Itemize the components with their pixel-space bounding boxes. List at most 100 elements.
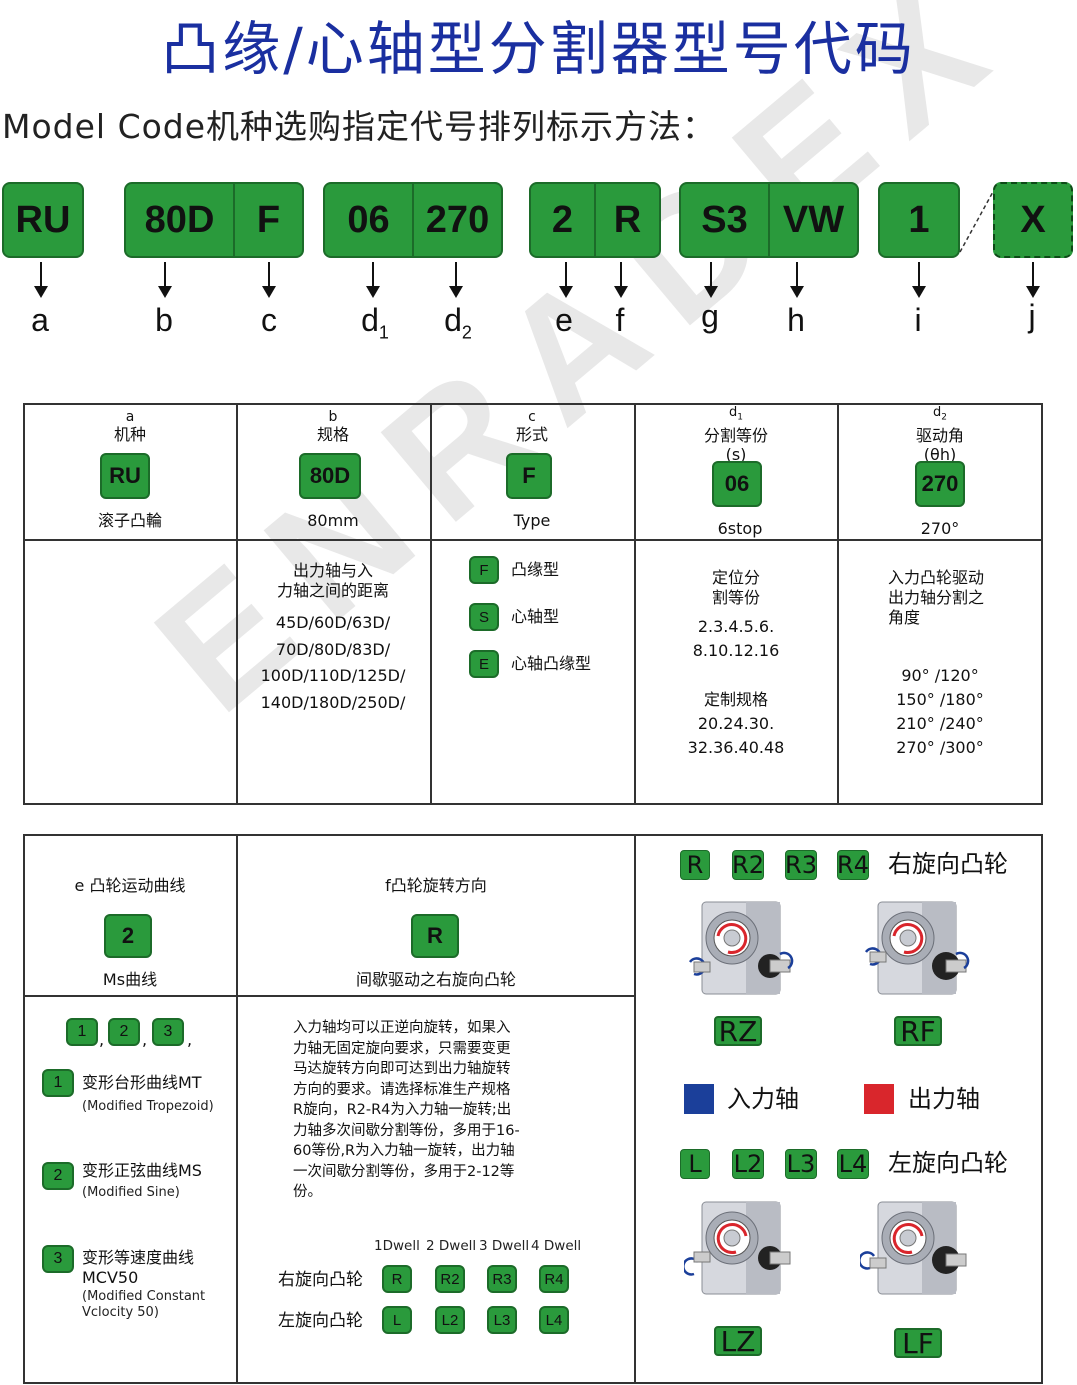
label-a: a [31,302,49,338]
output-shaft-label: 出力轴 [908,1085,980,1113]
dwell-header-4: 4 Dwell [531,1238,582,1254]
side-code-l3: L3 [785,1149,817,1179]
side-right-label: 右旋向凸轮 [888,850,1008,878]
col-b-header: b 规格 [316,409,349,444]
arrow-down-icon [158,262,172,298]
code-box-index: 06 270 [323,182,503,258]
side-left-label: 左旋向凸轮 [888,1149,1008,1177]
arrow-down-icon [262,262,276,298]
label-h: h [787,302,805,338]
col-d2-detail: 入力凸轮驱动出力轴分割之角度 [888,568,985,627]
label-c: c [261,302,277,338]
divider [634,834,636,1384]
code-box-shaft: S3 VW [679,182,859,258]
code-vw: VW [768,184,857,256]
col-d1-header: d1 分割等份 (s) [703,405,768,464]
page-subtitle: Model Code机种选购指定代号排列标示方法： [2,107,717,146]
side-code-r4: R4 [837,850,869,880]
indexer-lf-image [860,1201,967,1295]
dwell-header-1: 1Dwell [374,1238,420,1254]
divider [236,403,238,805]
col-c-code: F [506,453,552,499]
divider [23,995,635,997]
col-d1-desc: 6stop [717,519,763,538]
label-g: g [701,298,719,334]
indexer-lz-image [684,1201,791,1295]
code-ru: RU [15,198,71,241]
code-box-spec: 80D F [124,182,304,258]
side-code-l: L [680,1149,710,1179]
code-80d: 80D [144,198,215,241]
code-s3: S3 [701,198,748,241]
label-d2: d2 [444,302,472,343]
code-1: 1 [908,198,930,241]
code-box-curve: 2 R [529,182,661,258]
curve-code: 2 [104,914,152,958]
code-06: 06 [347,198,390,241]
code-box-x: X [993,182,1073,258]
arrow-down-icon [912,262,926,298]
divider [23,539,1043,541]
type-option-e: E 心轴凸缘型 [469,650,591,678]
col-a-header: a 机种 [113,409,146,444]
curve-header: e 凸轮运动曲线 [74,876,186,895]
indexer-rz-image [688,901,794,995]
divider [236,834,238,1384]
page-title: 凸缘/心轴型分割器型号代码 [161,15,916,83]
col-d1-detail: 定位分割等份 [711,568,760,607]
col-c-desc: Type [513,511,551,530]
side-code-r3: R3 [785,850,817,880]
col-d1-code: 06 [712,461,762,507]
arrow-down-icon [704,262,718,298]
code-270: 270 [412,184,501,256]
code-box-ru: RU [2,182,84,258]
code-box-1: 1 [878,182,960,258]
col-a-desc: 滚子凸輪 [97,511,162,530]
col-c-header: c 形式 [515,409,548,444]
label-e: e [555,302,573,338]
type-option-s: S 心轴型 [469,603,559,631]
indexer-rf-image [864,901,970,995]
col-d2-header: d2 驱动角 (θh) [915,405,964,464]
col-a-code: RU [100,453,150,499]
spec-table [23,403,1043,805]
arrow-down-icon [366,262,380,298]
dashed-connector [959,189,995,253]
side-code-r2: R2 [732,850,764,880]
label-i: i [914,302,922,338]
rotation-header: f凸轮旋转方向 [385,876,487,895]
arrow-down-icon [790,262,804,298]
input-shaft-swatch [684,1084,714,1114]
arrow-down-icon [614,262,628,298]
curve-desc: Ms曲线 [102,970,158,989]
col-d2-desc: 270° [920,519,960,538]
col-b-code: 80D [299,453,361,499]
label-j: j [1028,298,1036,334]
dwell-header-2: 2 Dwell [426,1238,477,1254]
code-r: R [594,184,659,256]
label-f: f [615,302,625,338]
right-hand-label: 右旋向凸轮 [278,1270,363,1290]
code-f: F [233,184,302,256]
rotation-code: R [411,914,459,958]
col-b-sizes: 45D/60D/63D/70D/80D/83D/100D/110D/125D/1… [260,613,406,712]
model-rz: RZ [714,1015,762,1048]
col-b-detail-title: 出力轴与入力轴之间的距离 [276,561,389,600]
output-shaft-swatch [864,1084,894,1114]
left-hand-label: 左旋向凸轮 [278,1311,363,1331]
code-x: X [1020,198,1046,241]
type-option-f: F 凸缘型 [469,556,559,584]
curve-table [23,834,1043,1384]
dwell-header-3: 3 Dwell [479,1238,530,1254]
label-d1: d1 [361,302,389,343]
label-b: b [155,302,173,338]
col-d2-angles: 90° /120°150° /180°210° /240°270° /300° [896,666,984,757]
arrow-down-icon [559,262,573,298]
col-b-desc: 80mm [307,511,359,530]
divider [430,403,432,805]
arrow-down-icon [34,262,48,298]
side-code-l2: L2 [732,1149,764,1179]
divider [634,403,636,805]
col-d1-standard: 2.3.4.5.6.8.10.12.16 [692,617,780,660]
